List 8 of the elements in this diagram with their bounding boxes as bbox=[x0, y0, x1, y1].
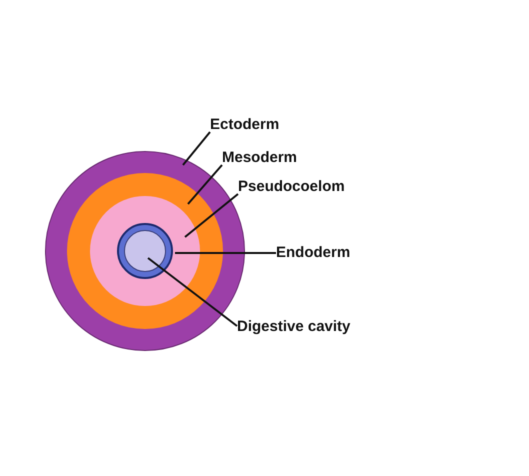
part-label: Mesoderm bbox=[222, 149, 298, 167]
part-label: Pseudocoelom bbox=[238, 178, 345, 196]
leader-line bbox=[147, 257, 238, 327]
part-label: Ectoderm bbox=[210, 116, 280, 134]
part-label: Digestive cavity bbox=[237, 318, 350, 336]
leader-line bbox=[175, 252, 276, 254]
part-label: Endoderm bbox=[276, 244, 350, 262]
leader-line bbox=[182, 131, 211, 166]
